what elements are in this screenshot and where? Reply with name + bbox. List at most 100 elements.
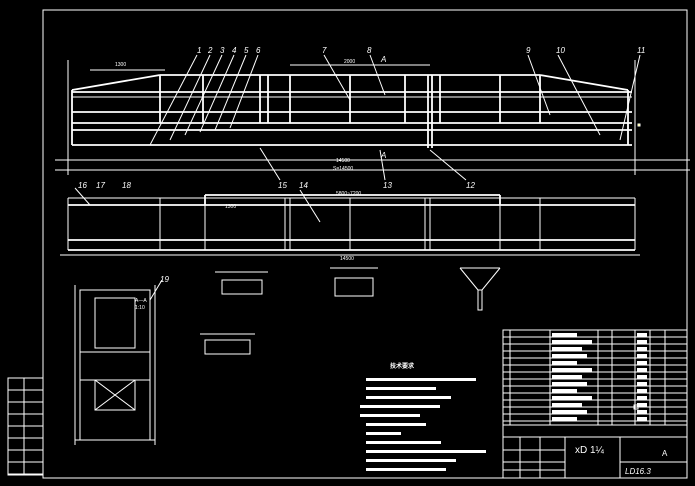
part-number-6: 6 bbox=[256, 46, 261, 55]
drawing-lines bbox=[7, 9, 690, 479]
detail-number: 19 bbox=[160, 275, 169, 284]
bom-text bbox=[637, 403, 647, 407]
leader-line bbox=[199, 54, 235, 133]
section-label: A—A bbox=[135, 298, 147, 304]
leader-line bbox=[169, 54, 211, 141]
note-line bbox=[366, 432, 401, 435]
note-line bbox=[366, 459, 456, 462]
bom-text bbox=[552, 347, 582, 351]
section-box bbox=[94, 297, 136, 349]
bom-text bbox=[637, 368, 647, 372]
bom-text bbox=[637, 389, 647, 393]
highlight-point bbox=[637, 123, 641, 127]
bom-text bbox=[552, 403, 582, 407]
bom-text bbox=[637, 375, 647, 379]
leader-line bbox=[429, 149, 467, 181]
bom-text bbox=[552, 340, 592, 344]
leader-line bbox=[557, 54, 601, 136]
dim-span: S=14500 bbox=[333, 166, 353, 172]
dim-mid-center: 5800~7200 bbox=[336, 191, 361, 197]
part-number-12: 12 bbox=[466, 181, 475, 190]
part-number-8: 8 bbox=[367, 46, 372, 55]
bom-text bbox=[637, 410, 647, 414]
part-number-14: 14 bbox=[299, 181, 308, 190]
note-line bbox=[360, 414, 420, 417]
leader-line bbox=[149, 279, 163, 301]
bom-text bbox=[552, 417, 577, 421]
part-number-9: 9 bbox=[526, 46, 531, 55]
note-line bbox=[366, 468, 446, 471]
note-line bbox=[366, 387, 436, 390]
leader-line bbox=[379, 149, 386, 181]
note-line bbox=[366, 450, 486, 453]
part-number-3: 3 bbox=[220, 46, 225, 55]
section-mark-a-bottom: A bbox=[380, 151, 386, 160]
title-block bbox=[552, 333, 647, 421]
bom-text bbox=[552, 368, 592, 372]
leader-line bbox=[259, 147, 281, 181]
bom-text bbox=[637, 361, 647, 365]
right-slope bbox=[539, 74, 629, 91]
bom-text bbox=[637, 382, 647, 386]
bom-text bbox=[637, 340, 647, 344]
note-line bbox=[366, 441, 441, 444]
leader-line bbox=[619, 54, 641, 141]
technical-notes bbox=[360, 378, 486, 471]
part-number-2: 2 bbox=[207, 46, 213, 55]
section-b bbox=[221, 279, 263, 295]
notes-title: 技术要求 bbox=[390, 362, 415, 370]
section-mark-a-top: A bbox=[380, 55, 386, 64]
diag bbox=[94, 379, 136, 411]
drawing-title: xD 1¼ bbox=[575, 444, 605, 456]
part-number-10: 10 bbox=[556, 46, 565, 55]
bom-text bbox=[637, 396, 647, 400]
section-scale: 1:10 bbox=[135, 305, 145, 311]
section-d bbox=[481, 267, 501, 291]
part-number-17: 17 bbox=[96, 181, 105, 190]
left-slope bbox=[71, 74, 161, 91]
dim-overall: 14500 bbox=[336, 158, 350, 164]
note-line bbox=[366, 378, 476, 381]
part-number-18: 18 bbox=[122, 181, 131, 190]
part-number-5: 5 bbox=[244, 46, 249, 55]
bom-text bbox=[552, 333, 577, 337]
section-d bbox=[459, 267, 479, 291]
bom-text bbox=[552, 375, 582, 379]
drawing-code: LD16.3 bbox=[625, 467, 651, 476]
bom-text bbox=[552, 396, 592, 400]
part-number-1: 1 bbox=[197, 46, 201, 55]
sheet-mark: A bbox=[662, 449, 668, 458]
section-d-stem bbox=[477, 289, 483, 311]
dim-center: 2000 bbox=[344, 59, 355, 65]
leader-line bbox=[74, 187, 91, 206]
part-number-11: 11 bbox=[637, 46, 645, 55]
part-number-13: 13 bbox=[383, 181, 392, 190]
girder-outline bbox=[68, 74, 635, 251]
bom-text bbox=[637, 333, 647, 337]
bom-text bbox=[552, 410, 587, 414]
section-lower bbox=[94, 379, 136, 411]
note-line bbox=[366, 423, 426, 426]
bom-text bbox=[552, 382, 587, 386]
part-number-16: 16 bbox=[78, 181, 87, 190]
title-block-frame bbox=[502, 329, 688, 479]
part-number-7: 7 bbox=[322, 46, 327, 55]
bom-text bbox=[637, 354, 647, 358]
note-line bbox=[366, 396, 451, 399]
section-e bbox=[204, 339, 251, 355]
part-number-15: 15 bbox=[278, 181, 287, 190]
dim-mid-top: 1300 bbox=[225, 204, 236, 210]
bom-text bbox=[637, 347, 647, 351]
leader-line bbox=[527, 54, 551, 116]
section-a-a-outline bbox=[79, 289, 151, 441]
part-number-4: 4 bbox=[232, 46, 237, 55]
dim-bottom-overall: 14500 bbox=[340, 256, 354, 262]
bom-text bbox=[552, 389, 577, 393]
dim-left-span: 1300 bbox=[115, 62, 126, 68]
bom-text bbox=[637, 417, 647, 421]
bom-text bbox=[552, 361, 577, 365]
drawing-border bbox=[42, 9, 688, 479]
bom-text bbox=[552, 354, 587, 358]
note-line bbox=[360, 405, 440, 408]
